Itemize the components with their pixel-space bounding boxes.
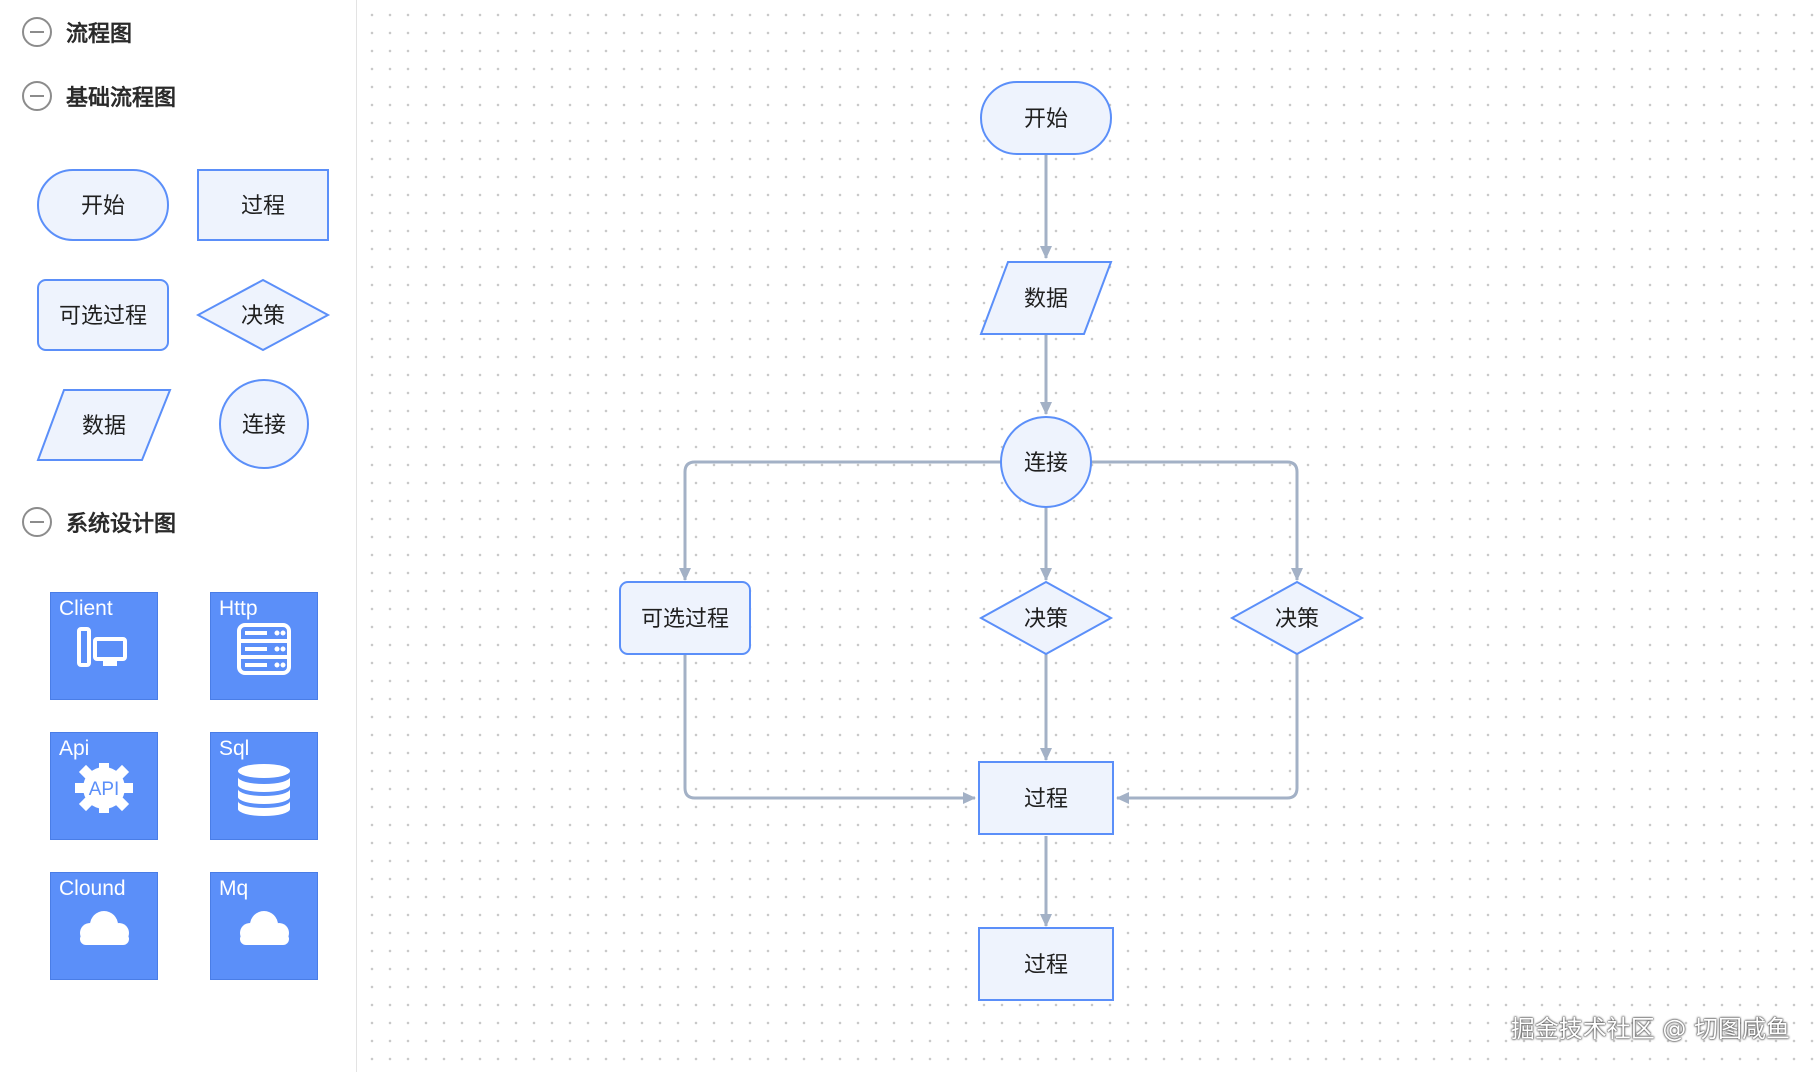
collapse-icon[interactable] (22, 17, 52, 47)
section-basic-flowchart-header[interactable]: 基础流程图 (22, 80, 176, 112)
collapse-icon[interactable] (22, 507, 52, 537)
node-label: 开始 (1024, 107, 1068, 132)
section-system-design-header[interactable]: 系统设计图 (22, 506, 176, 538)
shape-label: 决策 (241, 304, 285, 329)
edge-alt-process-to-process[interactable] (683, 654, 976, 804)
server-rack-icon (237, 623, 291, 675)
shape-label: 连接 (242, 413, 286, 438)
node-process-2[interactable]: 过程 (978, 927, 1114, 1001)
palette-data[interactable]: 数据 (36, 388, 172, 464)
node-process-1[interactable]: 过程 (978, 761, 1114, 835)
api-gear-icon: API (75, 763, 133, 813)
node-data[interactable]: 数据 (979, 261, 1113, 335)
shape-label: 过程 (241, 194, 285, 219)
palette-alternate-process[interactable]: 可选过程 (36, 278, 172, 354)
node-label: 数据 (1024, 287, 1068, 312)
database-icon (238, 764, 290, 816)
flowchart-diagram[interactable]: 开始 数据 连接 可选过程 决策 决策 (357, 0, 1816, 1072)
shape-label: 数据 (82, 414, 126, 439)
shape-label: 开始 (81, 194, 125, 219)
cloud-icon (80, 911, 129, 945)
svg-text:API: API (89, 779, 120, 800)
node-label: 过程 (1024, 787, 1068, 812)
tile-label: Http (219, 597, 258, 620)
node-label: 过程 (1024, 953, 1068, 978)
edge-decision-right-to-process[interactable] (1116, 654, 1299, 804)
tile-label: Api (59, 737, 90, 760)
node-alt-process[interactable]: 可选过程 (619, 581, 751, 655)
palette-terminator[interactable]: 开始 (36, 168, 172, 244)
tile-label: Mq (219, 877, 249, 900)
tile-clound[interactable]: Clound (50, 872, 158, 980)
watermark: 掘金技术社区 @ 切图咸鱼 (1510, 1015, 1790, 1043)
tile-label: Client (59, 597, 113, 620)
section-title: 流程图 (66, 22, 133, 47)
node-label: 决策 (1024, 607, 1068, 632)
shape-palette-sidebar: 流程图 基础流程图 开始 过程 可选过程 (0, 0, 357, 1072)
diagram-canvas[interactable]: 开始 数据 连接 可选过程 决策 决策 (357, 0, 1816, 1072)
section-title: 基础流程图 (66, 86, 177, 111)
node-label: 连接 (1024, 451, 1068, 476)
node-decision-right[interactable]: 决策 (1229, 580, 1365, 656)
cloud-icon (240, 911, 289, 945)
palette-connector[interactable]: 连接 (218, 378, 312, 472)
client-monitor-icon (77, 627, 127, 667)
section-flowchart-header[interactable]: 流程图 (22, 16, 132, 48)
tile-label: Clound (59, 877, 126, 900)
section-title: 系统设计图 (66, 512, 177, 537)
edge-connector-to-decision-right[interactable] (1091, 460, 1303, 581)
node-decision-mid[interactable]: 决策 (978, 580, 1114, 656)
palette-process[interactable]: 过程 (196, 168, 332, 244)
tile-sql[interactable]: Sql (210, 732, 318, 840)
tile-api[interactable]: Api API (50, 732, 158, 840)
tile-http[interactable]: Http (210, 592, 318, 700)
edge-connector-to-alt-process[interactable] (679, 460, 1001, 581)
palette-decision[interactable]: 决策 (196, 278, 332, 354)
collapse-icon[interactable] (22, 81, 52, 111)
node-start[interactable]: 开始 (980, 81, 1112, 155)
node-label: 可选过程 (641, 607, 729, 632)
tile-mq[interactable]: Mq (210, 872, 318, 980)
tile-label: Sql (219, 737, 250, 760)
node-connector[interactable]: 连接 (1000, 416, 1092, 508)
shape-label: 可选过程 (59, 304, 147, 329)
node-label: 决策 (1275, 607, 1319, 632)
tile-client[interactable]: Client (50, 592, 158, 700)
